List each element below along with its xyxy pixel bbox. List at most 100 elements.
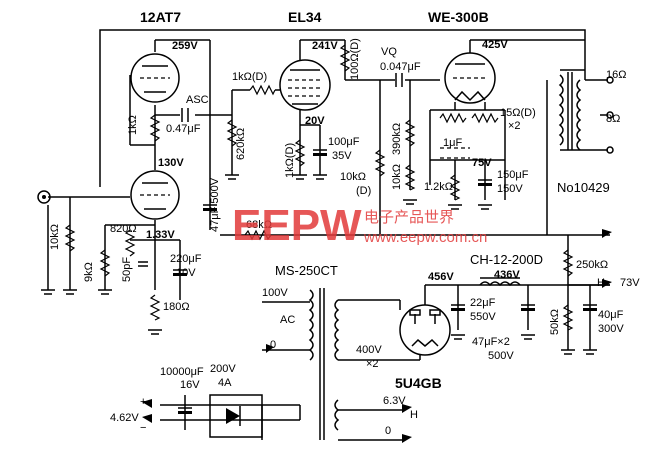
svg-text:1.33V: 1.33V: [146, 229, 175, 241]
resistor-180: [149, 294, 161, 321]
svg-text:400V: 400V: [356, 344, 382, 356]
svg-text:VQ: VQ: [381, 46, 397, 58]
label-12at7: 12AT7: [140, 9, 181, 25]
svg-text:620kΩ: 620kΩ: [235, 128, 247, 160]
svg-text:300V: 300V: [598, 323, 624, 335]
resistor-1k: [149, 114, 161, 142]
resistor-390k: [404, 119, 416, 147]
svg-text:75V: 75V: [472, 157, 492, 169]
resistor-1k-grid: [249, 84, 276, 96]
wiring: [47, 29, 610, 441]
svg-text:10000μF: 10000μF: [160, 366, 204, 378]
svg-text:10V: 10V: [176, 267, 196, 279]
svg-text:550V: 550V: [470, 311, 496, 323]
svg-text:CH-12-200D: CH-12-200D: [470, 252, 543, 267]
svg-text:10kΩ: 10kΩ: [49, 224, 61, 250]
svg-text:0.47μF: 0.47μF: [166, 123, 201, 135]
input-jack: [37, 190, 51, 204]
svg-text:150μF: 150μF: [497, 169, 529, 181]
svg-text:0: 0: [385, 425, 391, 437]
resistors: [64, 44, 574, 331]
svg-text:150V: 150V: [497, 183, 523, 195]
svg-text:250kΩ: 250kΩ: [576, 259, 608, 271]
svg-text:200V: 200V: [210, 363, 236, 375]
svg-text:40μF: 40μF: [598, 309, 624, 321]
svg-text:390kΩ: 390kΩ: [391, 123, 403, 155]
svg-text:8Ω: 8Ω: [606, 113, 620, 125]
resistor-10k-input: [64, 224, 76, 252]
resistor-820: [124, 229, 136, 257]
resistor-68k: [244, 229, 272, 241]
watermark-chinese: 电子产品世界: [364, 209, 454, 226]
svg-text:68kΩ: 68kΩ: [246, 219, 272, 231]
svg-text:1kΩ(D): 1kΩ(D): [284, 143, 296, 178]
resistor-15-a: [439, 112, 467, 124]
svg-text:10kΩ: 10kΩ: [391, 164, 403, 190]
svg-text:0: 0: [270, 339, 276, 351]
svg-text:100μF: 100μF: [328, 136, 360, 148]
svg-text:9kΩ: 9kΩ: [83, 262, 95, 282]
svg-text:130V: 130V: [158, 157, 184, 169]
svg-text:No10429: No10429: [557, 180, 610, 195]
svg-text:AC: AC: [280, 314, 295, 326]
svg-text:(D): (D): [356, 185, 371, 197]
svg-text:15Ω(D): 15Ω(D): [500, 107, 536, 119]
svg-text:−: −: [140, 422, 146, 434]
resistor-1k-d: [294, 139, 306, 167]
bridge-rectifier: [209, 394, 263, 438]
tube-12at7-lower: [130, 170, 180, 220]
capacitors: [138, 73, 597, 414]
svg-text:259V: 259V: [172, 40, 198, 52]
svg-text:50kΩ: 50kΩ: [549, 309, 561, 335]
svg-text:16Ω: 16Ω: [606, 69, 626, 81]
svg-text:1kΩ(D): 1kΩ(D): [232, 71, 267, 83]
resistor-15-b: [471, 112, 499, 124]
svg-text:×2: ×2: [366, 358, 379, 370]
svg-text:ASC: ASC: [186, 94, 209, 106]
svg-text:1.2kΩ: 1.2kΩ: [424, 181, 453, 193]
resistor-50k: [562, 304, 574, 331]
svg-text:6.3V: 6.3V: [383, 395, 406, 407]
svg-text:500V: 500V: [488, 350, 514, 362]
svg-text:16V: 16V: [180, 379, 200, 391]
resistor-10k-d: [374, 149, 386, 177]
svg-text:47μF×2: 47μF×2: [472, 336, 510, 348]
svg-text:180Ω: 180Ω: [163, 301, 190, 313]
svg-text:100V: 100V: [262, 287, 288, 299]
svg-text:220μF: 220μF: [170, 253, 202, 265]
svg-text:436V: 436V: [494, 269, 520, 281]
svg-text:456V: 456V: [428, 271, 454, 283]
tube-labels: 12AT7 EL34 WE-300B 5U4GB: [140, 9, 489, 391]
resistor-100-d: [339, 44, 351, 72]
resistor-620k: [226, 119, 238, 147]
svg-text:×2: ×2: [508, 120, 521, 132]
svg-text:820Ω: 820Ω: [110, 223, 137, 235]
tube-12at7-upper: [130, 53, 180, 103]
choke: [479, 277, 521, 287]
svg-text:H: H: [410, 409, 418, 421]
svg-text:4.62V: 4.62V: [110, 412, 139, 424]
svg-text:50pF: 50pF: [121, 257, 133, 282]
svg-text:H: H: [597, 277, 605, 289]
svg-text:1kΩ: 1kΩ: [127, 115, 139, 135]
ground-symbols: [41, 174, 597, 355]
svg-text:4A: 4A: [218, 377, 232, 389]
watermark-url: www.eepw.com.cn: [363, 229, 487, 246]
label-300b: WE-300B: [428, 9, 489, 25]
svg-text:MS-250CT: MS-250CT: [275, 263, 338, 278]
svg-text:100Ω(D): 100Ω(D): [349, 38, 361, 80]
tube-el34: [279, 59, 331, 111]
svg-text:1μF: 1μF: [443, 137, 462, 149]
resistor-1-2k: [449, 174, 461, 201]
watermark: EEPW 电子产品世界 www.eepw.com.cn: [232, 201, 487, 250]
label-5u4gb: 5U4GB: [395, 375, 442, 391]
resistor-250k: [562, 249, 574, 277]
tube-300b: [444, 52, 496, 104]
resistor-9k: [99, 249, 111, 277]
voltage-labels: 259V 130V 1.33V 241V 20V 425V 75V 456V 4…: [110, 39, 640, 424]
label-el34: EL34: [288, 9, 322, 25]
watermark-logo: EEPW: [232, 201, 362, 250]
svg-text:+: +: [140, 396, 146, 408]
svg-text:22μF: 22μF: [470, 297, 496, 309]
